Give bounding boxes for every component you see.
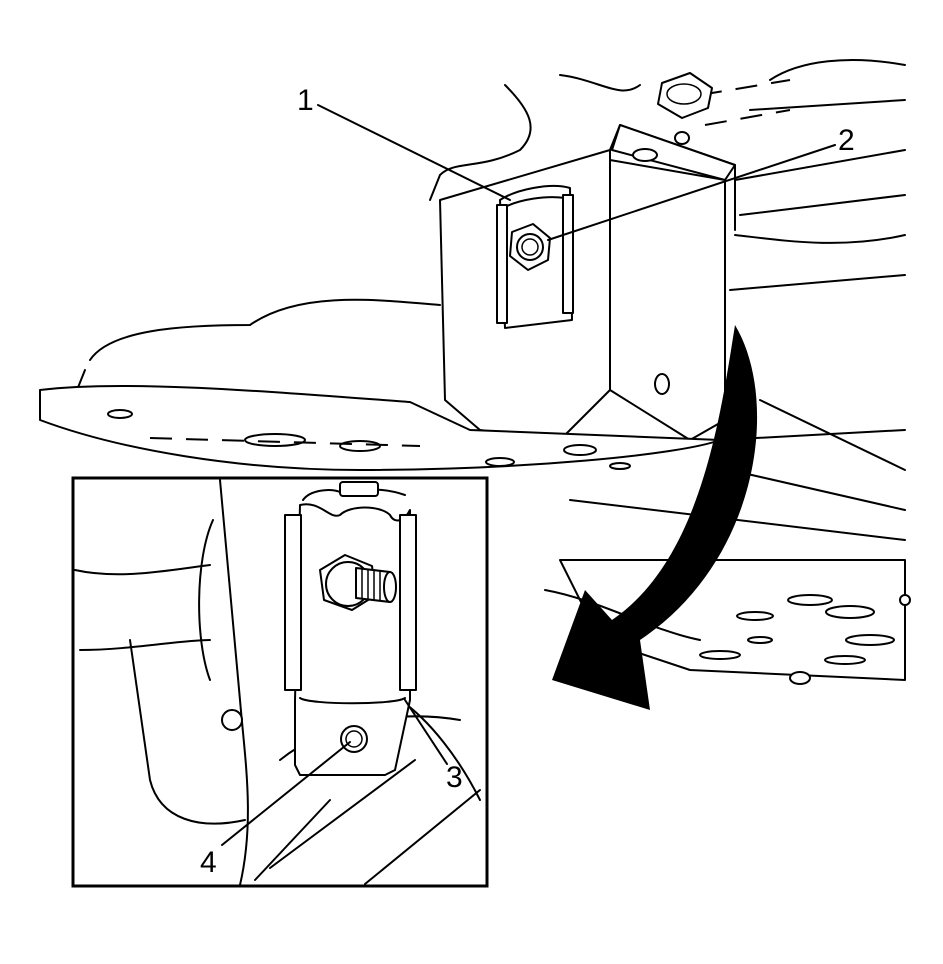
callout-2: 2 xyxy=(838,124,855,157)
zoom-direction-arrow xyxy=(552,325,758,710)
callout-4: 4 xyxy=(200,846,217,879)
upper-nut xyxy=(657,72,713,119)
inset-detail-view xyxy=(71,476,489,888)
callout-1: 1 xyxy=(297,84,314,117)
locating-hole xyxy=(340,725,368,753)
underbody-assembly xyxy=(39,59,911,685)
callout-3: 3 xyxy=(446,761,463,794)
leader-lines xyxy=(221,104,836,846)
